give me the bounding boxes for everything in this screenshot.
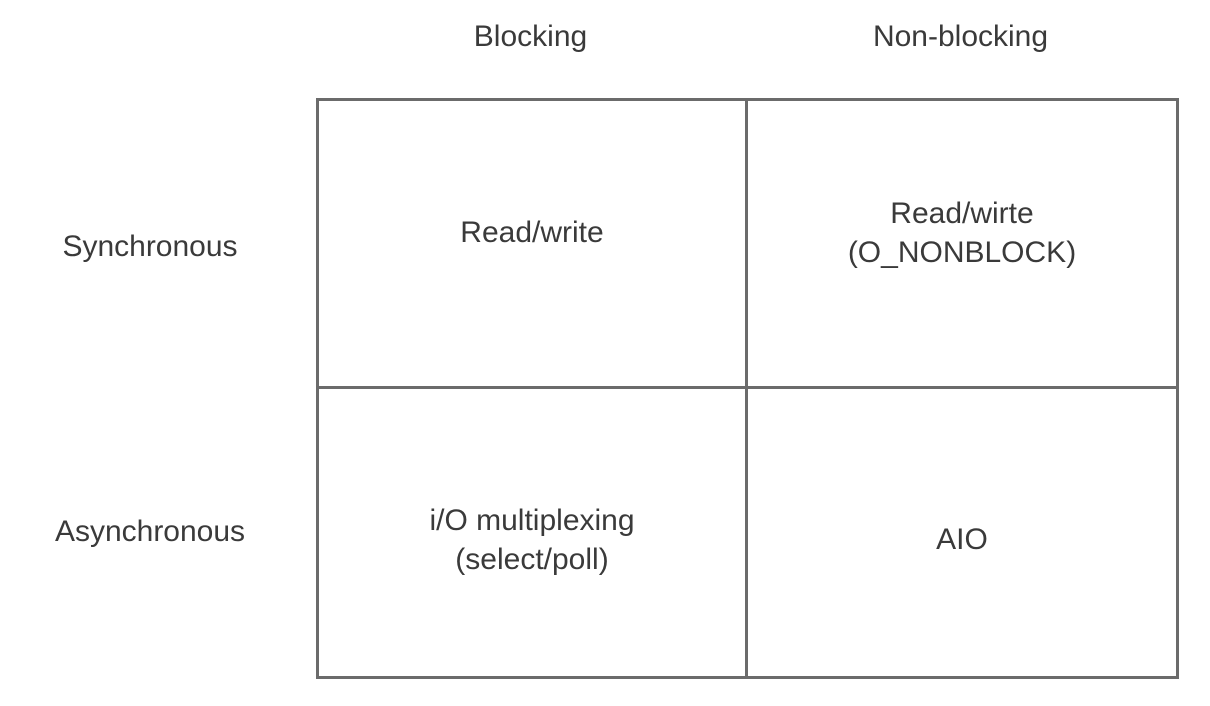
row-header-synchronous: Synchronous [62, 230, 238, 263]
quadrant-table: Read/write Read/wirte (O_NONBLOCK) i/O m… [316, 98, 1179, 679]
cell-synchronous-blocking: Read/write [316, 98, 748, 389]
cell-synchronous-blocking-label: Read/write [460, 216, 604, 250]
row-header-asynchronous: Asynchronous [54, 515, 246, 548]
table-row-synchronous: Read/write Read/wirte (O_NONBLOCK) [316, 98, 1179, 389]
cell-asynchronous-non-blocking-label: AIO [936, 523, 988, 557]
cell-synchronous-non-blocking-label: Read/wirte (O_NONBLOCK) [847, 197, 1077, 269]
cell-asynchronous-blocking-label: i/O multiplexing (select/poll) [429, 504, 635, 576]
column-header-blocking: Blocking [473, 20, 588, 53]
table-row-asynchronous: i/O multiplexing (select/poll) AIO [316, 386, 1179, 679]
column-header-non-blocking: Non-blocking [872, 20, 1049, 53]
cell-asynchronous-blocking: i/O multiplexing (select/poll) [316, 386, 748, 679]
cell-synchronous-non-blocking: Read/wirte (O_NONBLOCK) [745, 98, 1179, 389]
cell-asynchronous-non-blocking: AIO [745, 386, 1179, 679]
